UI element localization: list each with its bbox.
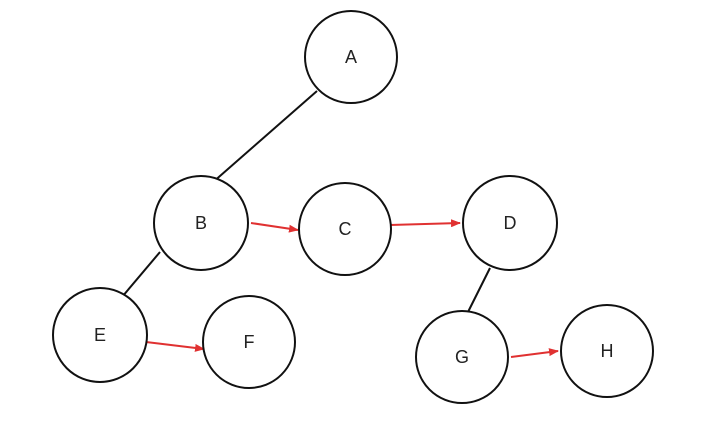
node-b: B [153,175,249,271]
tree-edge-b-e [121,251,161,298]
node-a-label: A [345,47,357,67]
sibling-arrow-c-d [389,219,461,228]
node-e-label: E [94,325,106,345]
node-h-label: H [601,341,614,361]
node-c-label: C [339,219,352,239]
tree-edge-a-b [211,90,318,184]
node-e: E [52,287,148,383]
sibling-arrow-b-c [250,222,299,233]
sibling-arrow-g-h [510,348,559,358]
node-g: G [415,310,509,404]
node-a: A [304,10,398,104]
node-f: F [202,295,296,389]
node-g-label: G [455,347,469,367]
node-b-label: B [195,213,207,233]
node-h: H [560,304,654,398]
node-d-label: D [504,213,517,233]
tree-edge-d-g [467,267,491,313]
sibling-arrow-e-f [145,341,205,352]
node-f-label: F [244,332,255,352]
node-d: D [462,175,558,271]
node-c: C [298,182,392,276]
